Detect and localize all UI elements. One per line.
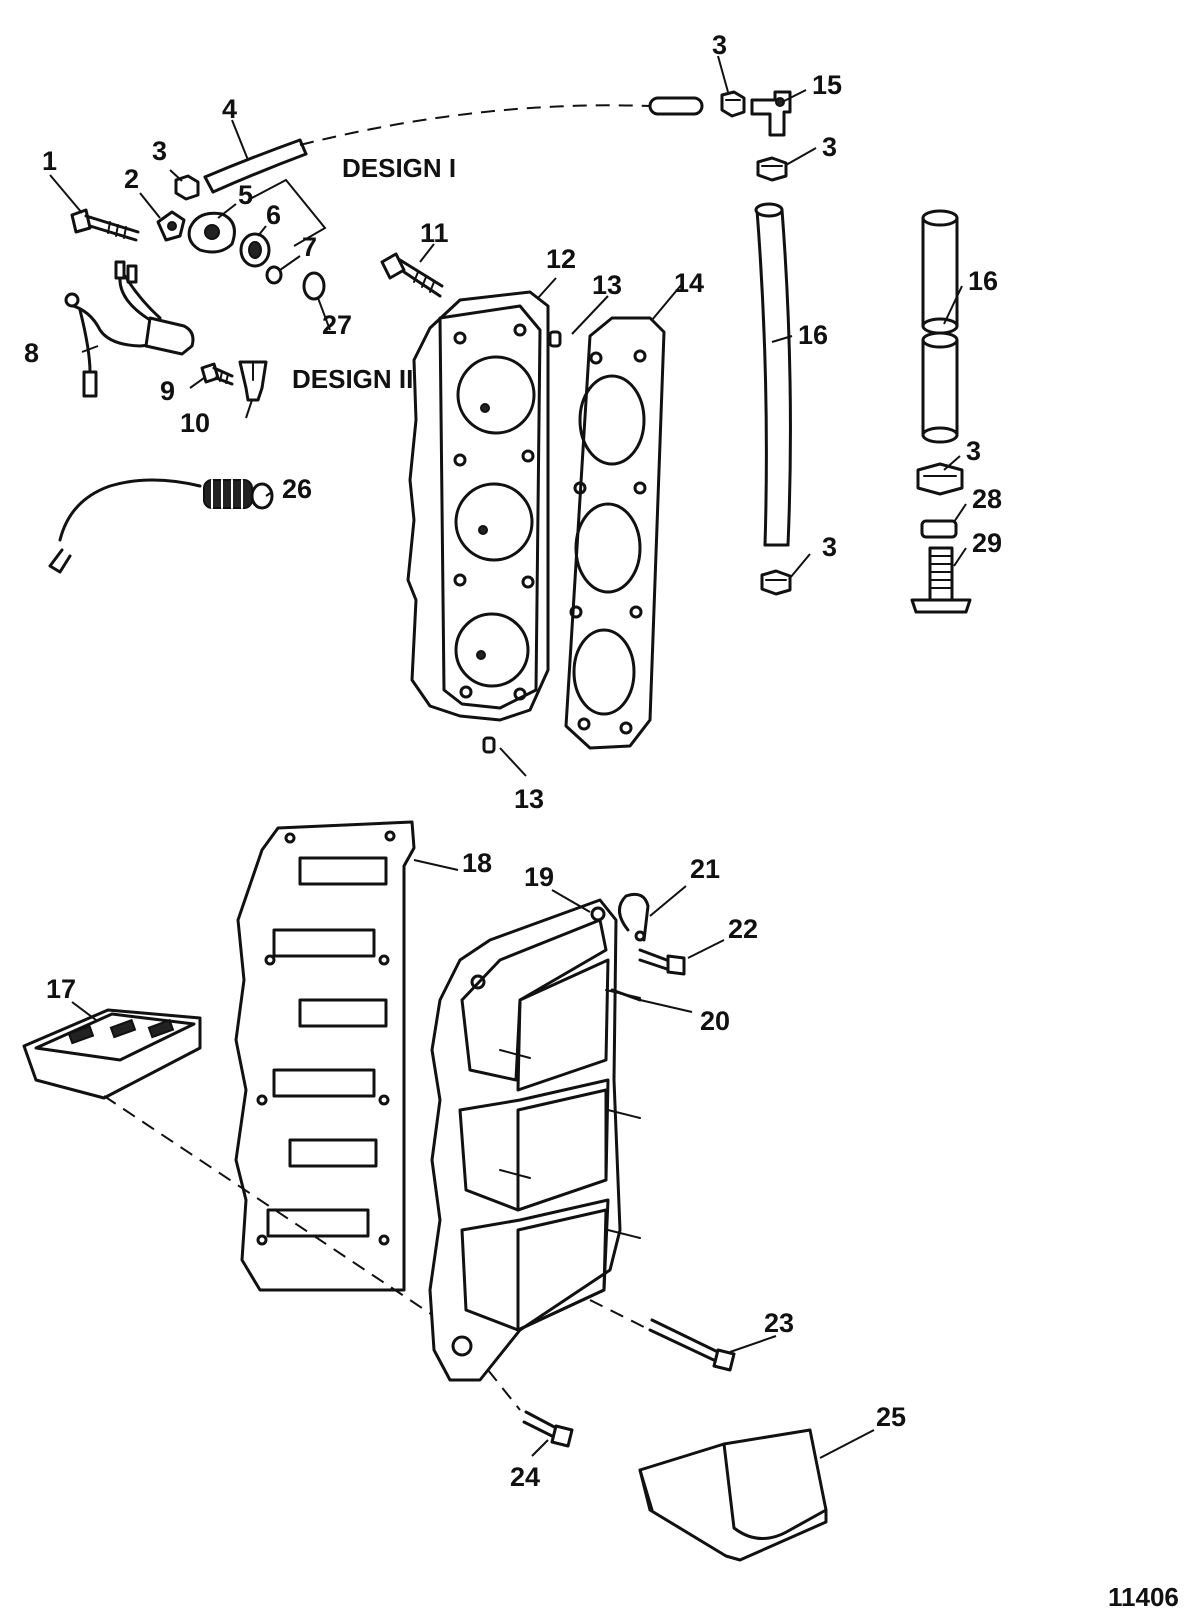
label-part-3: 3 — [152, 136, 167, 166]
leader-lines — [49, 55, 967, 1459]
label-part-22: 22 — [728, 914, 758, 944]
label-part-1: 1 — [42, 146, 57, 176]
part-17-reed-block — [22, 1008, 202, 1100]
label-part-12: 12 — [546, 244, 576, 274]
part-1-bolt — [70, 208, 140, 242]
part-3-nut-upper-left — [174, 174, 200, 201]
bolt-alignment-dashed-line-24 — [487, 1369, 521, 1411]
part-19-intake-manifold — [428, 898, 641, 1382]
label-part-29: 29 — [972, 528, 1002, 558]
label-part-6: 6 — [266, 200, 281, 230]
label-part-20: 20 — [700, 1006, 730, 1036]
part-3-nut-top — [720, 90, 746, 118]
label-part-19: 19 — [524, 862, 554, 892]
label-part-13-lower: 13 — [514, 784, 544, 814]
part-14-head-gasket — [564, 316, 666, 750]
label-part-25: 25 — [876, 1402, 906, 1432]
label-part-7: 7 — [302, 232, 317, 262]
part-15-elbow-fitting — [750, 90, 792, 137]
part-23-bolt — [648, 1318, 736, 1372]
part-2-fitting — [156, 210, 186, 242]
part-22-bolt — [638, 948, 686, 976]
label-part-17: 17 — [46, 974, 76, 1004]
label-part-3-mid: 3 — [822, 132, 837, 162]
label-part-4: 4 — [222, 94, 237, 124]
part-3-nut-mid — [756, 156, 788, 182]
label-part-2: 2 — [124, 164, 139, 194]
label-part-28: 28 — [972, 484, 1002, 514]
part-11-bolt — [380, 252, 444, 298]
part-26-temperature-sensor — [48, 478, 274, 574]
label-part-18: 18 — [462, 848, 492, 878]
label-part-5: 5 — [238, 180, 253, 210]
part-12-cylinder-head — [406, 290, 550, 722]
part-28-sleeve — [920, 519, 958, 539]
part-4-hose — [203, 138, 308, 194]
label-part-3-lower: 3 — [822, 532, 837, 562]
part-18-intake-gasket — [234, 820, 416, 1292]
label-part-3-right: 3 — [966, 436, 981, 466]
part-6-thermostat — [239, 232, 271, 268]
hose-segment-upper — [648, 96, 704, 116]
part-16-water-hose-curved — [754, 202, 792, 547]
label-part-10: 10 — [180, 408, 210, 438]
label-part-14: 14 — [674, 268, 704, 298]
part-3-nut-lower — [760, 569, 792, 596]
label-part-26: 26 — [282, 474, 312, 504]
label-part-24: 24 — [510, 1462, 540, 1492]
label-part-27: 27 — [322, 310, 352, 340]
label-part-13-upper: 13 — [592, 270, 622, 300]
label-part-16-tube: 16 — [968, 266, 998, 296]
part-13-dowel-pin-upper — [548, 330, 562, 348]
part-27-o-ring — [302, 271, 326, 301]
part-10-clip — [238, 360, 268, 402]
label-part-8: 8 — [24, 338, 39, 368]
label-design-ii: DESIGN II — [292, 364, 413, 394]
part-16-water-tube-straight — [921, 209, 959, 444]
label-design-i: DESIGN I — [342, 153, 456, 183]
part-3-nut-right — [916, 462, 964, 496]
part-25-cover-plate — [638, 1428, 828, 1562]
part-24-bolt — [522, 1410, 574, 1448]
figure-number: 11406 — [1108, 1582, 1179, 1612]
label-part-3-top: 3 — [712, 30, 727, 60]
label-part-16-hose: 16 — [798, 320, 828, 350]
design-i-bracket — [247, 178, 327, 247]
label-part-23: 23 — [764, 1308, 794, 1338]
part-7-washer — [265, 265, 283, 285]
label-part-15: 15 — [812, 70, 842, 100]
label-part-9: 9 — [160, 376, 175, 406]
part-20-stud — [610, 988, 642, 1002]
part-8-wire-harness — [64, 260, 195, 398]
hose-route-dashed-line — [299, 104, 651, 146]
part-29-threaded-fitting — [910, 546, 972, 614]
label-part-11: 11 — [420, 218, 449, 248]
part-9-screw — [200, 362, 234, 386]
label-part-21: 21 — [690, 854, 720, 884]
part-5-housing — [187, 211, 236, 254]
part-13-dowel-pin-lower — [482, 736, 496, 754]
bolt-alignment-dashed-line-23 — [589, 1299, 651, 1331]
part-21-clamp — [618, 892, 650, 942]
